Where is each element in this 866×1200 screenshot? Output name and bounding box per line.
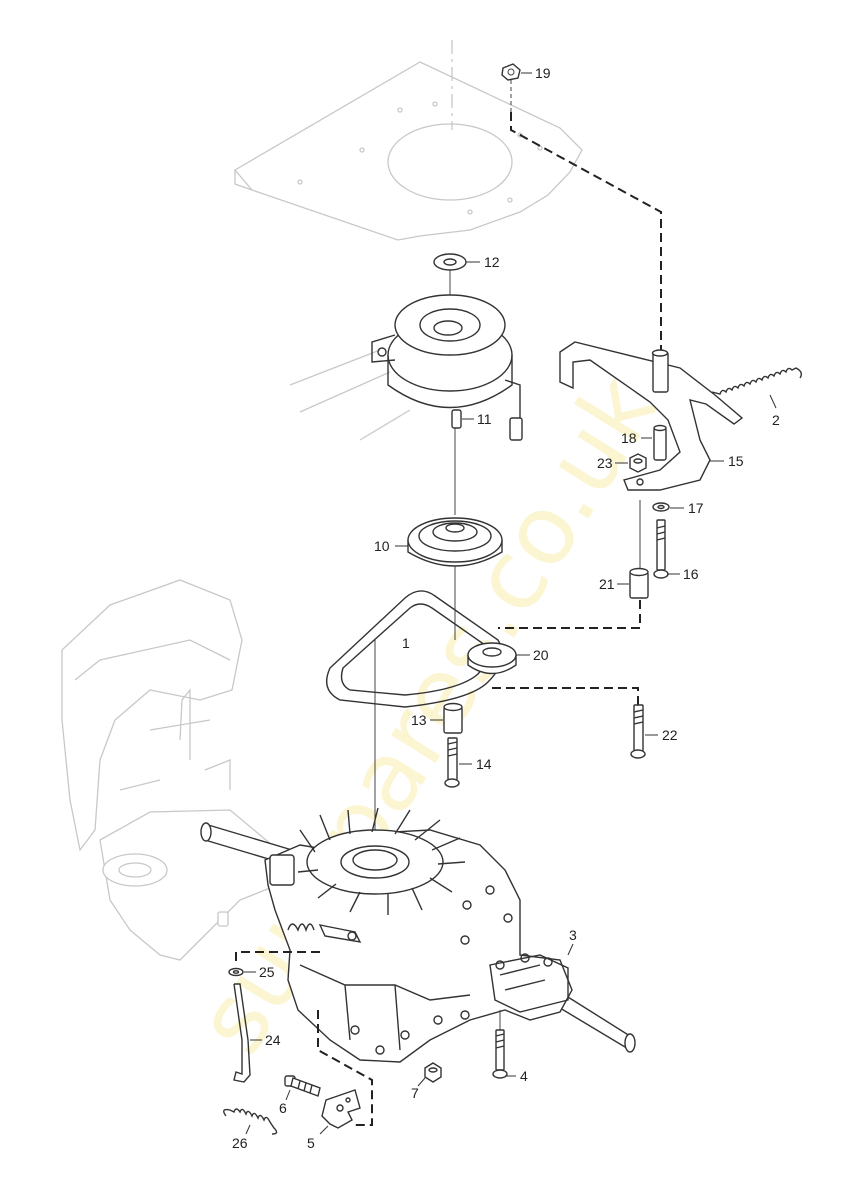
part-7-nut xyxy=(424,1062,442,1083)
part-4-bolt xyxy=(492,1010,508,1079)
callout-17: 17 xyxy=(688,500,704,516)
part-19-nut xyxy=(501,63,521,112)
part-21-spacer xyxy=(629,500,649,599)
callout-12: 12 xyxy=(484,254,500,270)
route-21-to-20 xyxy=(498,600,641,629)
part-17-washer xyxy=(652,502,670,512)
callout-10: 10 xyxy=(374,538,390,554)
callout-6: 6 xyxy=(279,1100,287,1116)
electric-clutch xyxy=(289,294,523,441)
route-19-to-15 xyxy=(510,112,662,352)
callout-20: 20 xyxy=(533,647,549,663)
callout-2: 2 xyxy=(772,412,780,428)
part-16-bolt xyxy=(653,519,669,579)
part-23-nut xyxy=(629,453,647,473)
callout-23: 23 xyxy=(597,455,613,471)
route-20-to-22 xyxy=(492,687,639,705)
callout-11: 11 xyxy=(477,411,492,427)
route-transaxle-to-25 xyxy=(235,951,320,965)
route-transaxle-to-5 xyxy=(317,1010,373,1126)
part-14-bolt xyxy=(444,737,460,788)
part-26-spring xyxy=(223,1108,278,1135)
callouts: 19 12 11 10 1 20 2 18 23 15 17 16 21 22 … xyxy=(232,65,780,1151)
part-12-washer xyxy=(433,253,467,271)
callout-13: 13 xyxy=(411,712,427,728)
callout-15: 15 xyxy=(728,453,744,469)
part-15-idler-bracket xyxy=(559,341,744,491)
callout-18: 18 xyxy=(621,430,637,446)
part-6-bolt xyxy=(284,1075,321,1097)
callout-14: 14 xyxy=(476,756,492,772)
callout-3: 3 xyxy=(569,927,577,943)
callout-19: 19 xyxy=(535,65,551,81)
part-20-idler-pulley xyxy=(467,642,517,675)
callout-21: 21 xyxy=(599,576,615,592)
callout-25: 25 xyxy=(259,964,275,980)
callout-5: 5 xyxy=(307,1135,315,1151)
part-22-bolt xyxy=(630,704,646,759)
part-25-washer xyxy=(228,967,244,977)
part-24-rod xyxy=(233,983,251,1083)
part-5-plate xyxy=(321,1089,361,1129)
callout-7: 7 xyxy=(411,1085,419,1101)
part-11-key xyxy=(451,409,462,429)
part-2-spring xyxy=(711,367,803,395)
part-3-transaxle xyxy=(200,807,636,1063)
callout-22: 22 xyxy=(662,727,678,743)
callout-26: 26 xyxy=(232,1135,248,1151)
part-10-pulley xyxy=(407,517,503,567)
part-13-spacer xyxy=(443,702,463,734)
part-1-belt xyxy=(326,590,503,708)
callout-1: 1 xyxy=(402,635,410,651)
callout-24: 24 xyxy=(265,1032,281,1048)
deck-plate xyxy=(234,40,583,241)
part-18-spacer xyxy=(653,424,667,461)
callout-16: 16 xyxy=(683,566,699,582)
callout-4: 4 xyxy=(520,1068,528,1084)
